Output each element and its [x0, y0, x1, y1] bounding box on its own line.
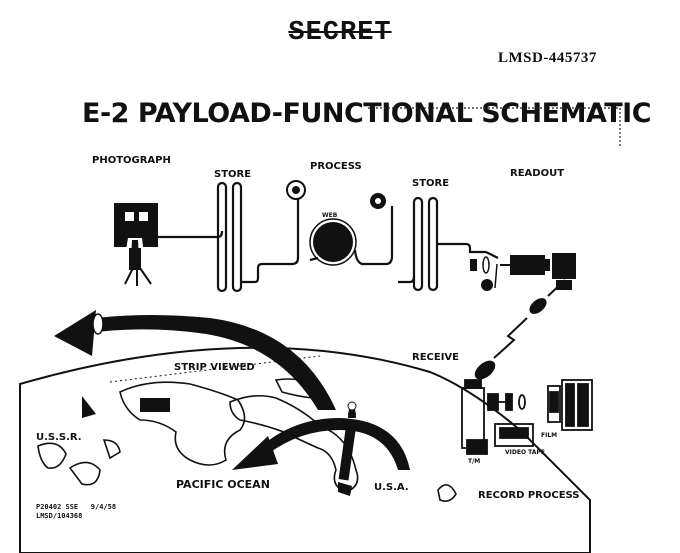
label-video-tape: VIDEO TAPE: [505, 449, 545, 456]
label-strip-viewed: STRIP VIEWED: [174, 362, 255, 373]
record-process-equipment: [461, 379, 593, 455]
ussr-landmass: [37, 381, 246, 486]
label-ussr: U.S.S.R.: [36, 432, 82, 443]
transmit-antenna-icon: [529, 279, 566, 314]
footer-line-1: P20402 SSE 9/4/58: [36, 503, 117, 511]
classification-marking: SECRET: [288, 18, 392, 48]
document-number: LMSD-445737: [498, 50, 597, 66]
strip-viewed-marker: [82, 396, 96, 418]
label-receive: RECEIVE: [412, 352, 459, 363]
orbit-arrow-lower: [232, 418, 410, 470]
label-web: WEB: [322, 212, 338, 219]
label-store-1: STORE: [214, 169, 252, 180]
label-pacific-ocean: PACIFIC OCEAN: [176, 478, 270, 491]
footer-line-2: LMSD/104368: [36, 512, 83, 520]
camera-icon: [114, 203, 158, 286]
label-photograph: PHOTOGRAPH: [92, 155, 171, 166]
footer-reference: P20402 SSE 9/4/58 LMSD/104368: [36, 503, 116, 521]
orbit-arrow-upper: [54, 310, 336, 410]
diagram-title: E-2 PAYLOAD-FUNCTIONAL SCHEMATIC: [82, 98, 652, 129]
label-store-2: STORE: [412, 178, 450, 189]
label-record-process: RECORD PROCESS: [478, 490, 580, 501]
processing-web-icon: [286, 180, 386, 266]
satellite-vehicle-icon: [338, 401, 357, 496]
label-usa: U.S.A.: [374, 482, 409, 493]
label-process: PROCESS: [310, 161, 362, 172]
film-path: [158, 181, 499, 293]
transmission-signal: [493, 317, 528, 359]
readout-scanner-icon: [470, 253, 576, 291]
label-readout: READOUT: [510, 168, 565, 179]
earth-horizon: [19, 346, 591, 553]
label-film: FILM: [541, 432, 558, 439]
label-tm: T/M: [468, 458, 481, 465]
